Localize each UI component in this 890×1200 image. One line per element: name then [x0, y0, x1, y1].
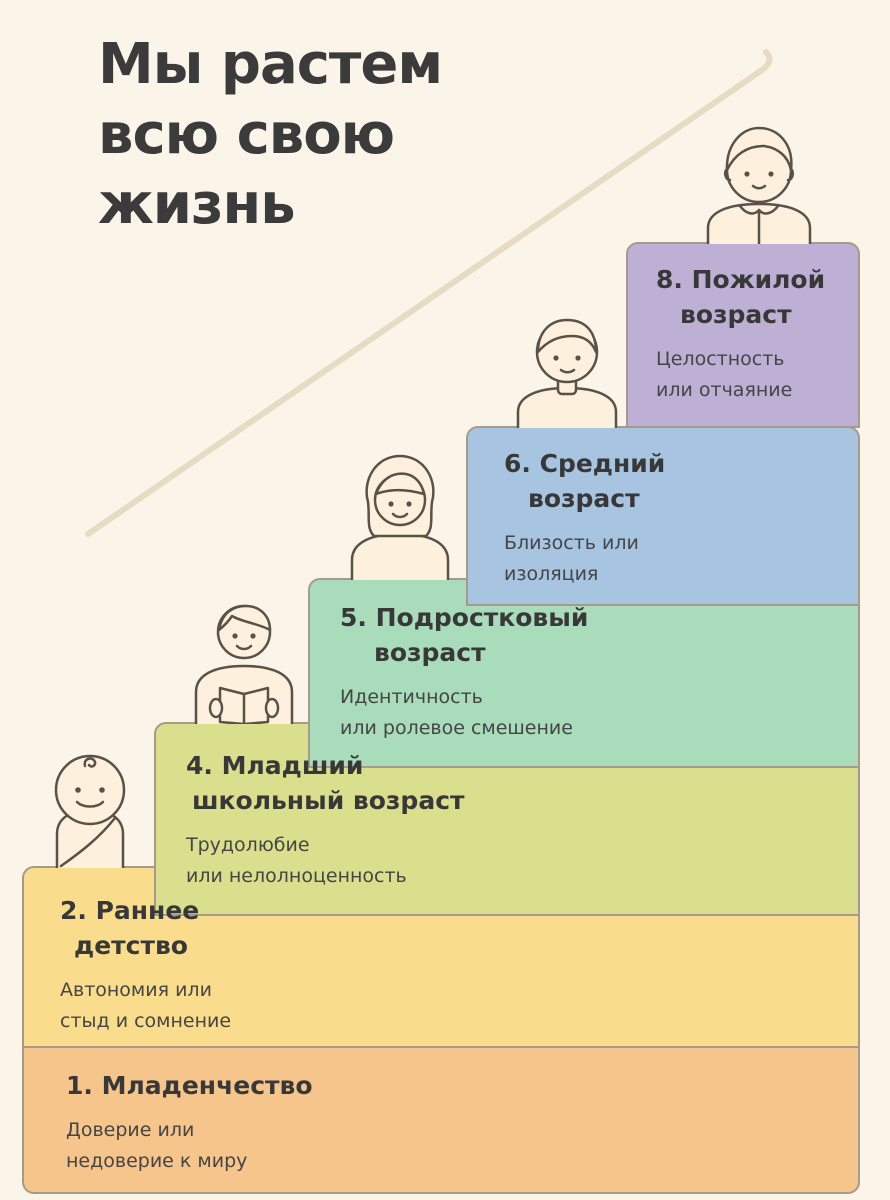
- stage-title-line: 5. Подростковый: [340, 603, 589, 632]
- stage-desc-line: Целостность: [656, 348, 785, 370]
- stage-early-childhood: 2. Раннее детство Автономия или стыд и с…: [60, 893, 231, 1037]
- stage-title: 2. Раннее детство: [60, 893, 231, 963]
- baby-icon: [54, 754, 126, 868]
- stage-desc-line: Доверие или: [66, 1119, 195, 1141]
- stage-description: Доверие или недоверие к миру: [66, 1115, 313, 1177]
- page-title: Мы растем всю свою жизнь: [98, 30, 538, 240]
- stage-title-line: 6. Средний: [504, 449, 666, 478]
- stage-title-line: возраст: [680, 300, 792, 329]
- stage-desc-line: или нелолноценность: [186, 865, 407, 887]
- child-reading-icon: [194, 604, 294, 724]
- stage-desc-line: или отчаяние: [656, 379, 793, 401]
- teen-girl-icon: [350, 454, 450, 580]
- stage-description: Автономия или стыд и сомнение: [60, 975, 231, 1037]
- step-old-age: [626, 242, 860, 428]
- elderly-person-icon: [706, 126, 812, 244]
- stage-desc-line: Идентичность: [340, 686, 483, 708]
- stage-desc-line: изоляция: [504, 563, 599, 585]
- stage-title-line: детство: [74, 931, 188, 960]
- stage-title-line: 4. Младший: [186, 751, 364, 780]
- stage-title-line: 1. Младенчество: [66, 1071, 313, 1100]
- stage-description: Близость или изоляция: [504, 528, 665, 590]
- stage-title-line: 2. Раннее: [60, 896, 200, 925]
- stage-old-age: 8. Пожилой возраст Целостность или отчая…: [656, 262, 825, 406]
- stage-desc-line: Трудолюбие: [186, 834, 310, 856]
- stage-title: 8. Пожилой возраст: [656, 262, 825, 332]
- stage-description: Целостность или отчаяние: [656, 344, 825, 406]
- stage-title-line: школьный возраст: [192, 786, 465, 815]
- title-line: всю свою: [98, 102, 395, 167]
- step-infancy: [22, 1046, 860, 1194]
- stage-desc-line: Автономия или: [60, 979, 212, 1001]
- stage-school-age: 4. Младший школьный возраст Трудолюбие и…: [186, 748, 465, 892]
- stage-title-line: возраст: [528, 484, 640, 513]
- title-line: Мы растем: [98, 32, 443, 97]
- stage-title: 4. Младший школьный возраст: [186, 748, 465, 818]
- stage-description: Трудолюбие или нелолноценность: [186, 830, 465, 892]
- stage-desc-line: или ролевое смешение: [340, 717, 573, 739]
- stage-title-line: 8. Пожилой: [656, 265, 826, 294]
- stage-title: 5. Подростковый возраст: [340, 600, 588, 670]
- stage-desc-line: недоверие к миру: [66, 1150, 248, 1172]
- title-line: жизнь: [98, 172, 296, 237]
- stage-infancy: 1. Младенчество Доверие или недоверие к …: [66, 1068, 313, 1177]
- stage-middle-age: 6. Средний возраст Близость или изоляция: [504, 446, 665, 590]
- stage-description: Идентичность или ролевое смешение: [340, 682, 588, 744]
- stage-title-line: возраст: [374, 638, 486, 667]
- step-adolescence: [308, 578, 860, 768]
- stage-title: 1. Младенчество: [66, 1068, 313, 1103]
- stage-title: 6. Средний возраст: [504, 446, 665, 516]
- adult-man-icon: [516, 318, 618, 428]
- stage-desc-line: Близость или: [504, 532, 639, 554]
- stage-desc-line: стыд и сомнение: [60, 1010, 232, 1032]
- stage-adolescence: 5. Подростковый возраст Идентичность или…: [340, 600, 588, 744]
